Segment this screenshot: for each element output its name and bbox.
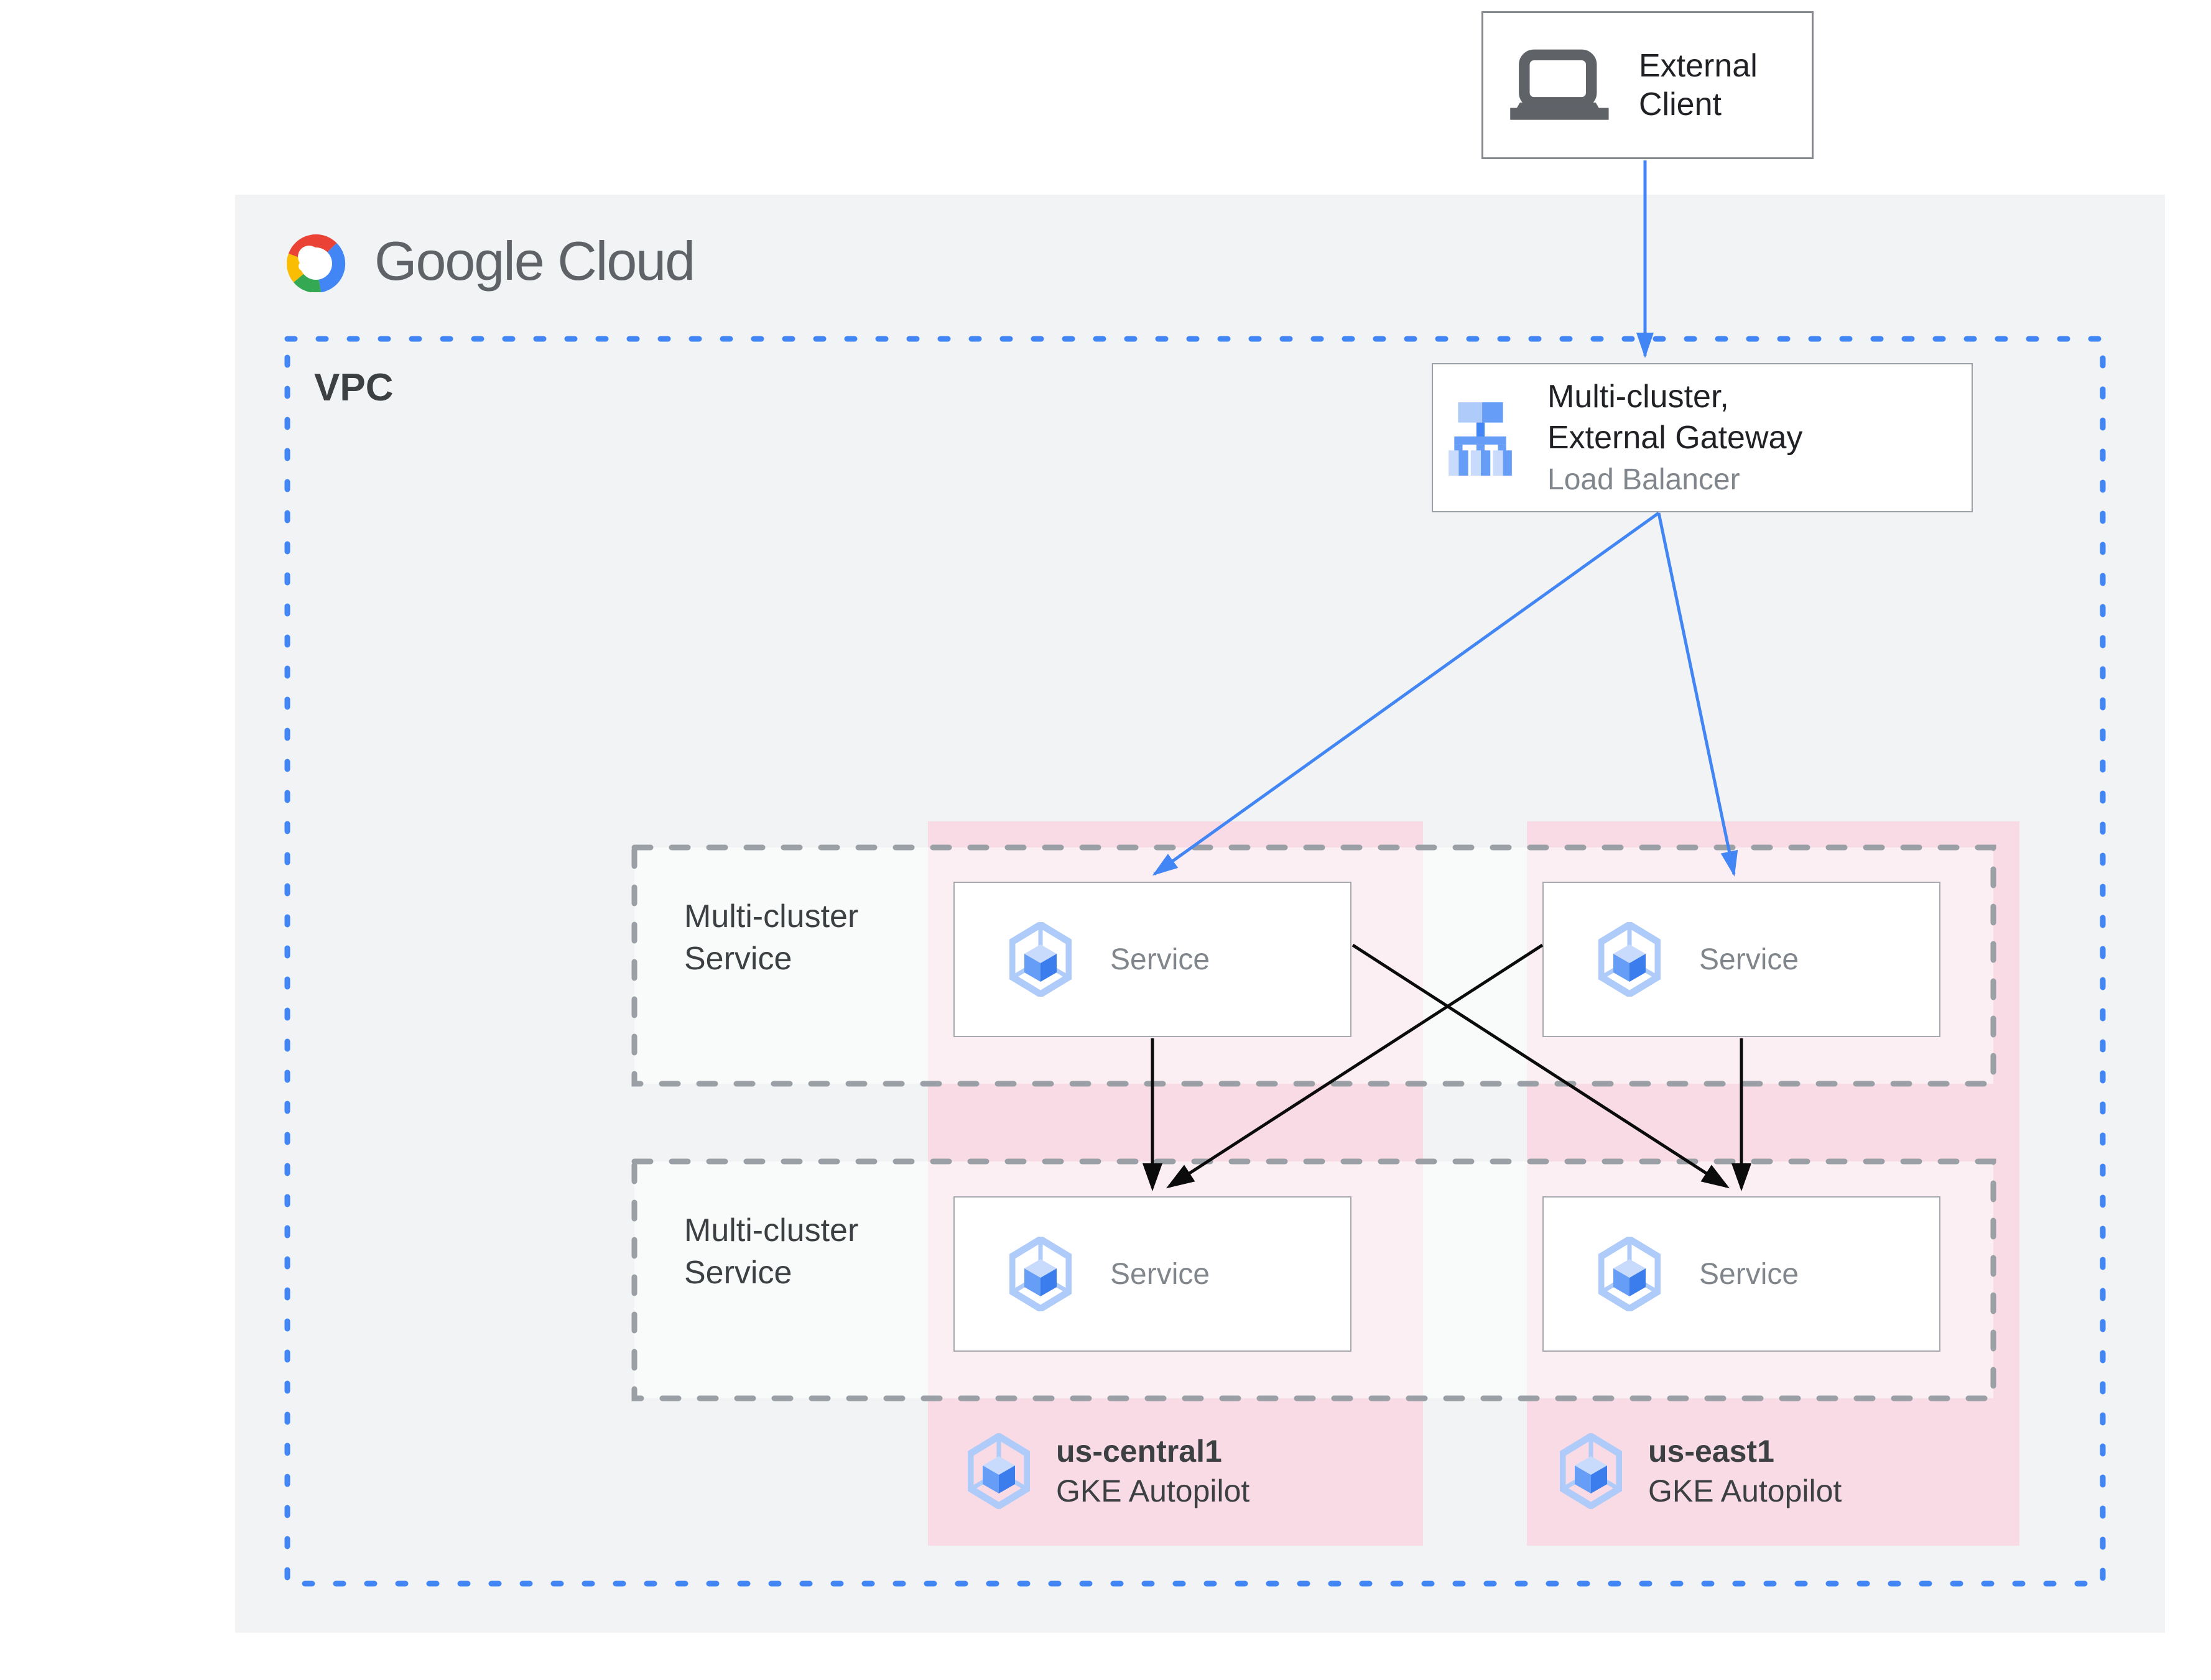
region-name: us-east1 bbox=[1648, 1434, 1774, 1469]
gke-hexagon-icon bbox=[1598, 922, 1661, 997]
gke-hexagon-icon bbox=[1009, 1237, 1072, 1311]
service-node-bottom-right: Service bbox=[1542, 1196, 1940, 1352]
service-label: Service bbox=[1699, 943, 1799, 976]
multi-cluster-service-row-1-label: Multi-cluster Service bbox=[684, 898, 859, 977]
gateway-title-line2: External Gateway bbox=[1547, 420, 1803, 456]
service-label: Service bbox=[1110, 1257, 1210, 1291]
region-name: us-central1 bbox=[1056, 1434, 1222, 1469]
multi-cluster-service-row-2-label: Multi-cluster Service bbox=[684, 1212, 859, 1291]
gke-hexagon-icon bbox=[968, 1433, 1030, 1509]
region-us-east1: us-east1 GKE Autopilot bbox=[1560, 1431, 1842, 1511]
arrow-gateway-to-service-top-right bbox=[1657, 512, 1738, 877]
laptop-icon bbox=[1507, 49, 1615, 121]
service-label: Service bbox=[1699, 1257, 1799, 1291]
service-node-top-left: Service bbox=[953, 882, 1351, 1037]
vpc-dotted-border bbox=[284, 336, 2106, 1587]
region-platform: GKE Autopilot bbox=[1056, 1474, 1250, 1508]
gke-hexagon-icon bbox=[1560, 1433, 1622, 1509]
google-cloud-cloud-icon bbox=[279, 230, 353, 292]
vpc-label: VPC bbox=[314, 366, 394, 409]
gateway-load-balancer-node: Multi-cluster, External Gateway Load Bal… bbox=[1432, 363, 1973, 512]
gateway-subtitle: Load Balancer bbox=[1547, 463, 1740, 496]
load-balancer-icon bbox=[1449, 400, 1512, 476]
service-node-bottom-left: Service bbox=[953, 1196, 1351, 1352]
gke-hexagon-icon bbox=[1598, 1237, 1661, 1311]
gke-hexagon-icon bbox=[1009, 922, 1072, 997]
google-cloud-logo-text: Google Cloud bbox=[374, 230, 695, 292]
arrow-gateway-to-service-top-left bbox=[1152, 511, 1660, 876]
google-cloud-logo: Google Cloud bbox=[279, 224, 695, 298]
arrow-service-tr-to-bl bbox=[1166, 943, 1544, 1189]
arrow-service-tl-to-br bbox=[1351, 943, 1730, 1189]
external-client-node: External Client bbox=[1481, 11, 1814, 159]
gateway-title-line1: Multi-cluster, bbox=[1547, 379, 1729, 415]
region-us-central1: us-central1 GKE Autopilot bbox=[968, 1431, 1249, 1511]
external-client-label: External Client bbox=[1639, 48, 1758, 122]
service-node-top-right: Service bbox=[1542, 882, 1940, 1037]
service-label: Service bbox=[1110, 943, 1210, 976]
region-platform: GKE Autopilot bbox=[1648, 1474, 1842, 1508]
